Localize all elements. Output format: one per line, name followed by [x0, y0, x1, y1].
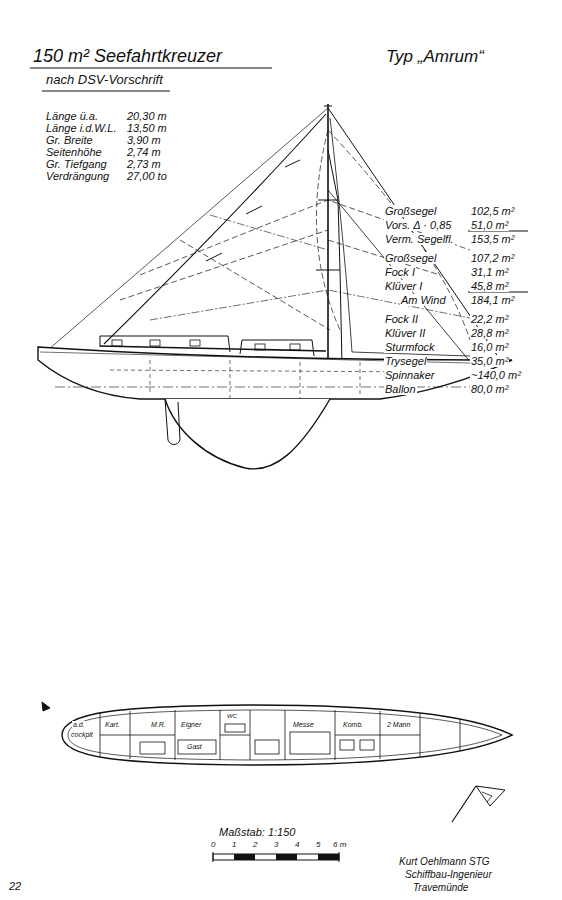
dimension-text: 2,74 m: [126, 146, 162, 158]
sail-area-text: Ballon: [384, 383, 417, 395]
sail-area-text: Spinnaker: [384, 369, 436, 381]
room-label: Gast: [186, 743, 203, 751]
room-label: cockpit: [70, 731, 94, 739]
scale-text: 4: [294, 841, 300, 850]
drawing-title: 150 m² Seefahrtkreuzer: [32, 47, 223, 67]
sail-area-text: 16,0 m²: [470, 341, 509, 353]
sail-area-text: 80,0 m²: [470, 383, 509, 395]
sail-area-text: 45,8 m²: [470, 280, 509, 292]
room-label: Messe: [292, 721, 315, 729]
dimension-text: Verdrängung: [45, 170, 110, 182]
dimension-text: Gr. Tiefgang: [45, 158, 108, 170]
sail-area-text: Klüver II: [384, 327, 426, 339]
room-label: Kart.: [104, 721, 121, 729]
scale-text: 5: [315, 841, 321, 850]
sail-area-text: Vors. Δ · 0,85: [384, 219, 452, 231]
room-label: WC: [226, 713, 238, 720]
page-number: 22: [8, 880, 22, 892]
sail-area-text: Klüver I: [384, 280, 423, 292]
dimension-text: Gr. Breite: [45, 134, 94, 146]
rule-note: nach DSV-Vorschrift: [45, 73, 164, 87]
sail-area-text: Großsegel: [384, 252, 437, 264]
sail-area-text: Sturmfock: [384, 341, 436, 353]
sail-area-text: Verm. Segelfl.: [384, 233, 455, 245]
sail-area-text: Fock I: [384, 266, 416, 278]
dimension-text: 2,73 m: [126, 158, 162, 170]
scale-text: 6 m: [332, 841, 347, 850]
type-label: Typ „Amrum“: [385, 48, 485, 67]
dimension-text: 27,00 to: [126, 170, 168, 182]
room-label: Eigner: [180, 721, 202, 729]
scale-text: 2: [252, 841, 258, 850]
sail-area-text: Am Wind: [400, 294, 447, 306]
room-label: M.R.: [150, 721, 167, 729]
room-label: 2 Mann: [386, 721, 411, 729]
dimension-text: 13,50 m: [126, 122, 168, 134]
dimension-text: Seitenhöhe: [45, 146, 103, 158]
signature-text: Kurt Oehlmann STG: [398, 856, 491, 867]
scale-text: Maßstab: 1:150: [218, 826, 296, 838]
dimension-text: 20,30 m: [126, 110, 168, 122]
sail-area-text: ~140,0 m²: [470, 369, 522, 381]
dimension-text: Länge ü.a.: [45, 110, 99, 122]
sail-area-text: 31,1 m²: [470, 266, 509, 278]
sail-area-text: 28,8 m²: [470, 327, 509, 339]
sail-area-text: Trysegel: [384, 355, 427, 367]
scale-text: 0: [210, 841, 216, 850]
signature-text: Travemünde: [412, 882, 469, 893]
scale-text: 1: [231, 841, 237, 850]
sail-area-text: 153,5 m²: [470, 233, 515, 245]
scale-text: 3: [273, 841, 279, 850]
sail-area-text: 51,0 m²: [470, 219, 509, 231]
dimension-text: 3,90 m: [126, 134, 162, 146]
room-label: a.d.: [72, 721, 86, 729]
sail-area-text: 102,5 m²: [470, 205, 515, 217]
sail-area-text: Fock II: [384, 313, 419, 325]
dimension-text: Länge i.d.W.L.: [45, 122, 118, 134]
room-label: Komb.: [342, 721, 364, 729]
signature-text: Schiffbau-Ingenieur: [404, 869, 493, 880]
sail-area-text: 107,2 m²: [470, 252, 515, 264]
sail-area-text: 35,0 m²: [470, 355, 509, 367]
sail-area-text: 22,2 m²: [470, 313, 509, 325]
sail-area-text: 184,1 m²: [470, 294, 515, 306]
sail-area-text: Großsegel: [384, 205, 437, 217]
